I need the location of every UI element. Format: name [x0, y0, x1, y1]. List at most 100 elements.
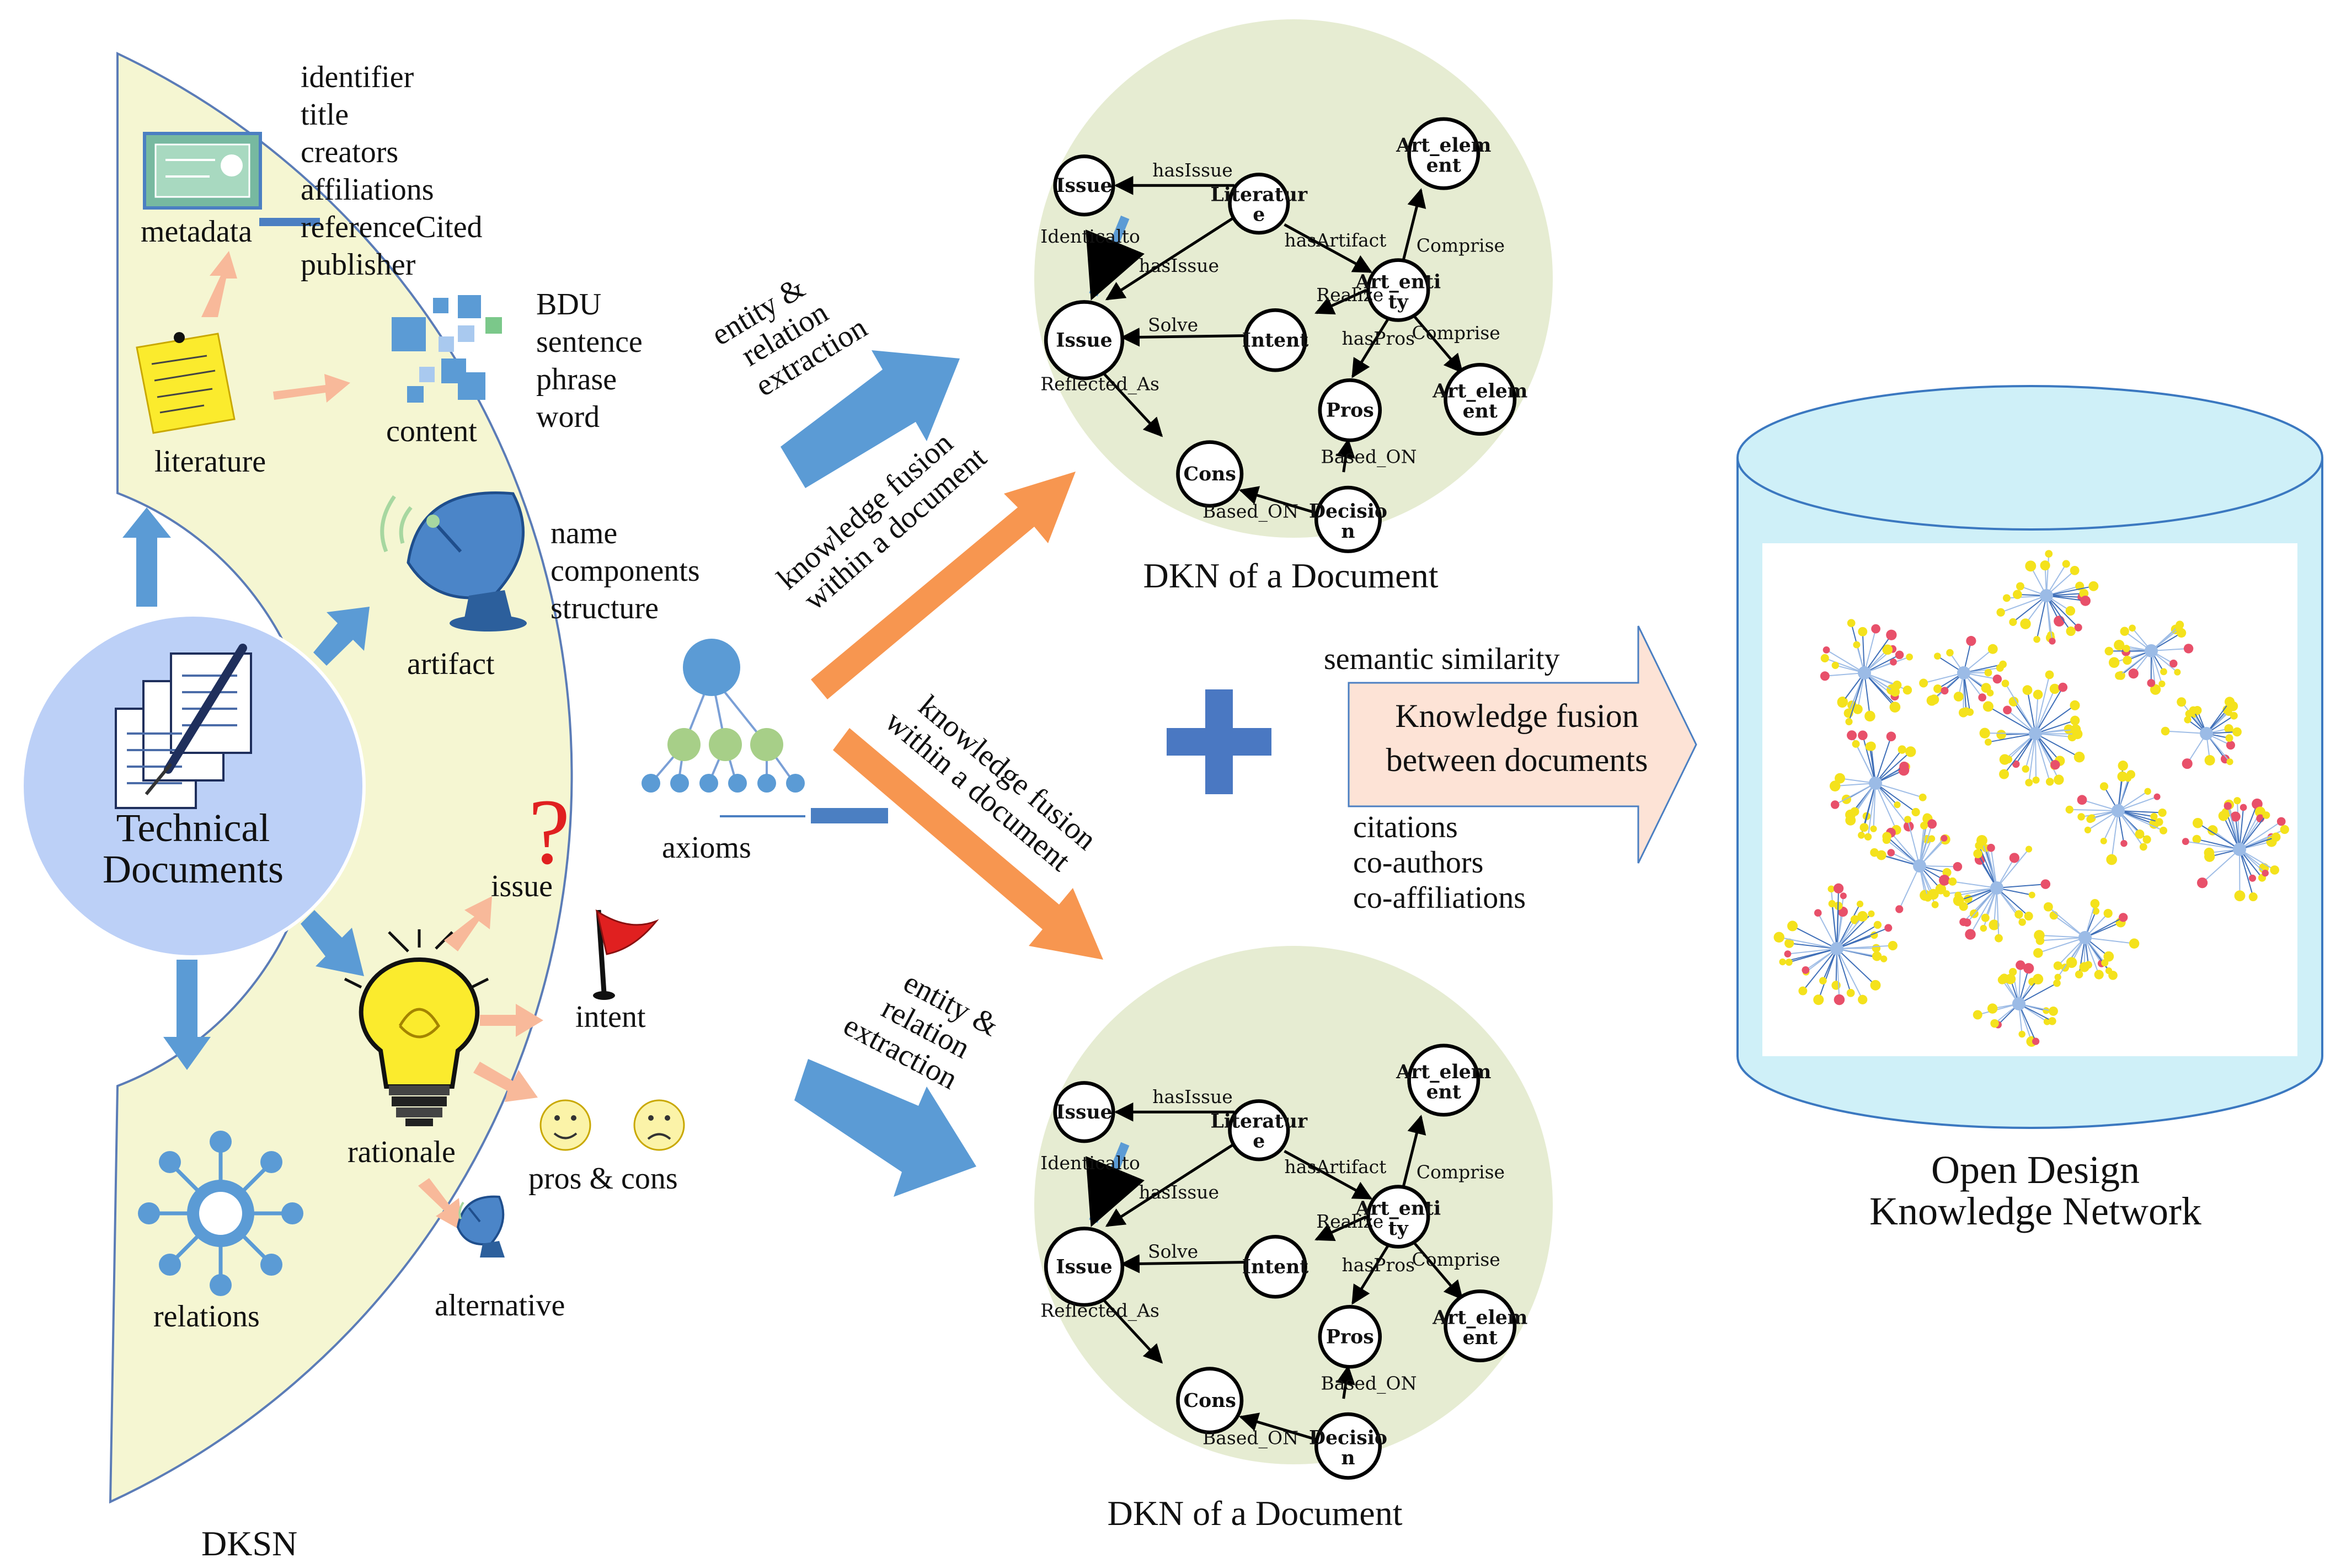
- network-node: [2160, 668, 2167, 676]
- network-node: [2226, 741, 2235, 750]
- network-node: [1882, 836, 1891, 844]
- network-node: [2018, 918, 2026, 926]
- network-edge: [1787, 948, 1837, 955]
- network-edge: [1779, 936, 1837, 949]
- sticky-note-icon: [136, 332, 236, 434]
- network-node: [2032, 776, 2040, 784]
- network-edge: [2069, 809, 2119, 811]
- edge-has-issue: hasIssue: [1152, 159, 1233, 181]
- network-node: [1927, 819, 1937, 829]
- network-node: [2071, 724, 2081, 735]
- network-edge: [2048, 906, 2086, 938]
- network-node: [1886, 629, 1897, 640]
- network-node: [2049, 638, 2056, 645]
- network-node: [1888, 940, 1898, 951]
- node-intent: Intent: [1242, 329, 1309, 351]
- network-edge: [1817, 912, 1837, 949]
- network-node: [1978, 693, 1986, 702]
- network-edge: [1788, 948, 1837, 963]
- network-node: [2218, 811, 2229, 821]
- network-node: [1868, 910, 1875, 917]
- network-node: [1846, 988, 1855, 997]
- network-node: [1858, 994, 1868, 1005]
- frowny-face-icon: [633, 1099, 685, 1151]
- network-node: [2001, 679, 2009, 687]
- network-node: [2043, 902, 2053, 912]
- network-edge: [1907, 819, 1920, 866]
- metadata-field: creators: [301, 135, 398, 169]
- network-edge: [2035, 733, 2080, 758]
- network-edge: [1836, 948, 1840, 1000]
- network-edge: [1899, 865, 1920, 909]
- network-node: [2123, 655, 2132, 665]
- network-node: [1996, 730, 2006, 740]
- network-node: [1784, 938, 1794, 948]
- network-node: [1814, 909, 1822, 917]
- metadata-field: publisher: [301, 248, 416, 282]
- network-node: [1981, 683, 1991, 693]
- network-node: [1928, 835, 1936, 842]
- network-node: [1850, 807, 1859, 816]
- network-node: [2150, 812, 2158, 821]
- fusion-between-label-1: Knowledge fusion: [1395, 698, 1639, 734]
- network-edge: [1987, 706, 2036, 734]
- node-cons: Cons: [1184, 463, 1236, 485]
- network-node: [2003, 705, 2012, 715]
- network-node: [2020, 618, 2031, 629]
- network-node: [1873, 921, 1882, 929]
- network-node: [1887, 849, 1895, 857]
- network-edge: [1875, 783, 1916, 813]
- network-hub: [1990, 881, 2003, 895]
- network-node: [1847, 619, 1856, 628]
- node-issue: Issue: [1056, 1255, 1112, 1278]
- metadata-field: referenceCited: [301, 210, 483, 244]
- network-edge: [2239, 849, 2254, 897]
- network-edge: [2036, 595, 2047, 640]
- node-art-entity: Art_enti: [1355, 1197, 1441, 1220]
- network-node: [1903, 821, 1914, 832]
- network-node: [2058, 682, 2068, 692]
- network-node: [2174, 668, 2181, 676]
- network-node: [2158, 808, 2167, 817]
- network-node: [2013, 590, 2022, 600]
- edge-solve: Solve: [1148, 1240, 1198, 1262]
- network-edge: [1855, 743, 1876, 784]
- dksn-blue-arrows: [122, 507, 370, 1070]
- network-edge: [1848, 672, 1865, 722]
- network-node: [2204, 847, 2215, 858]
- fusion-arrow-bottom: [833, 728, 1103, 960]
- network-node: [2108, 657, 2120, 668]
- dkn-top-caption: DKN of a Document: [1143, 556, 1439, 595]
- network-hub: [1830, 942, 1843, 955]
- network-edge: [1988, 733, 2036, 743]
- node-pros: Pros: [1326, 399, 1374, 421]
- network-hub: [2029, 727, 2042, 740]
- node-issue: Issue: [1056, 1101, 1112, 1123]
- network-node: [1828, 900, 1836, 908]
- network-edge: [1826, 649, 1865, 673]
- network-node: [2232, 727, 2242, 737]
- network-node: [1845, 718, 1853, 726]
- network-edge: [2085, 937, 2135, 944]
- network-node: [2153, 793, 2161, 800]
- metadata-label: metadata: [141, 215, 252, 249]
- network-node: [1992, 674, 2002, 684]
- network-edge: [2118, 810, 2164, 831]
- network-edge: [2038, 937, 2086, 954]
- network-node: [1784, 950, 1792, 957]
- network-node: [2045, 670, 2054, 679]
- network-edge: [1836, 888, 1840, 949]
- network-edge: [1836, 903, 1861, 949]
- network-edge: [2046, 554, 2050, 596]
- network-node: [2062, 560, 2070, 568]
- network-node: [1954, 891, 1962, 899]
- network-edge: [1836, 948, 1852, 993]
- network-node: [2054, 973, 2061, 981]
- network-node: [2054, 774, 2064, 785]
- network-node: [2005, 755, 2013, 764]
- literature-arrows: [201, 251, 350, 403]
- network-edge: [1875, 783, 1897, 831]
- edge-has-artifact: hasArtifact: [1285, 229, 1387, 251]
- network-node: [2070, 565, 2080, 575]
- network-edge: [1836, 916, 1863, 949]
